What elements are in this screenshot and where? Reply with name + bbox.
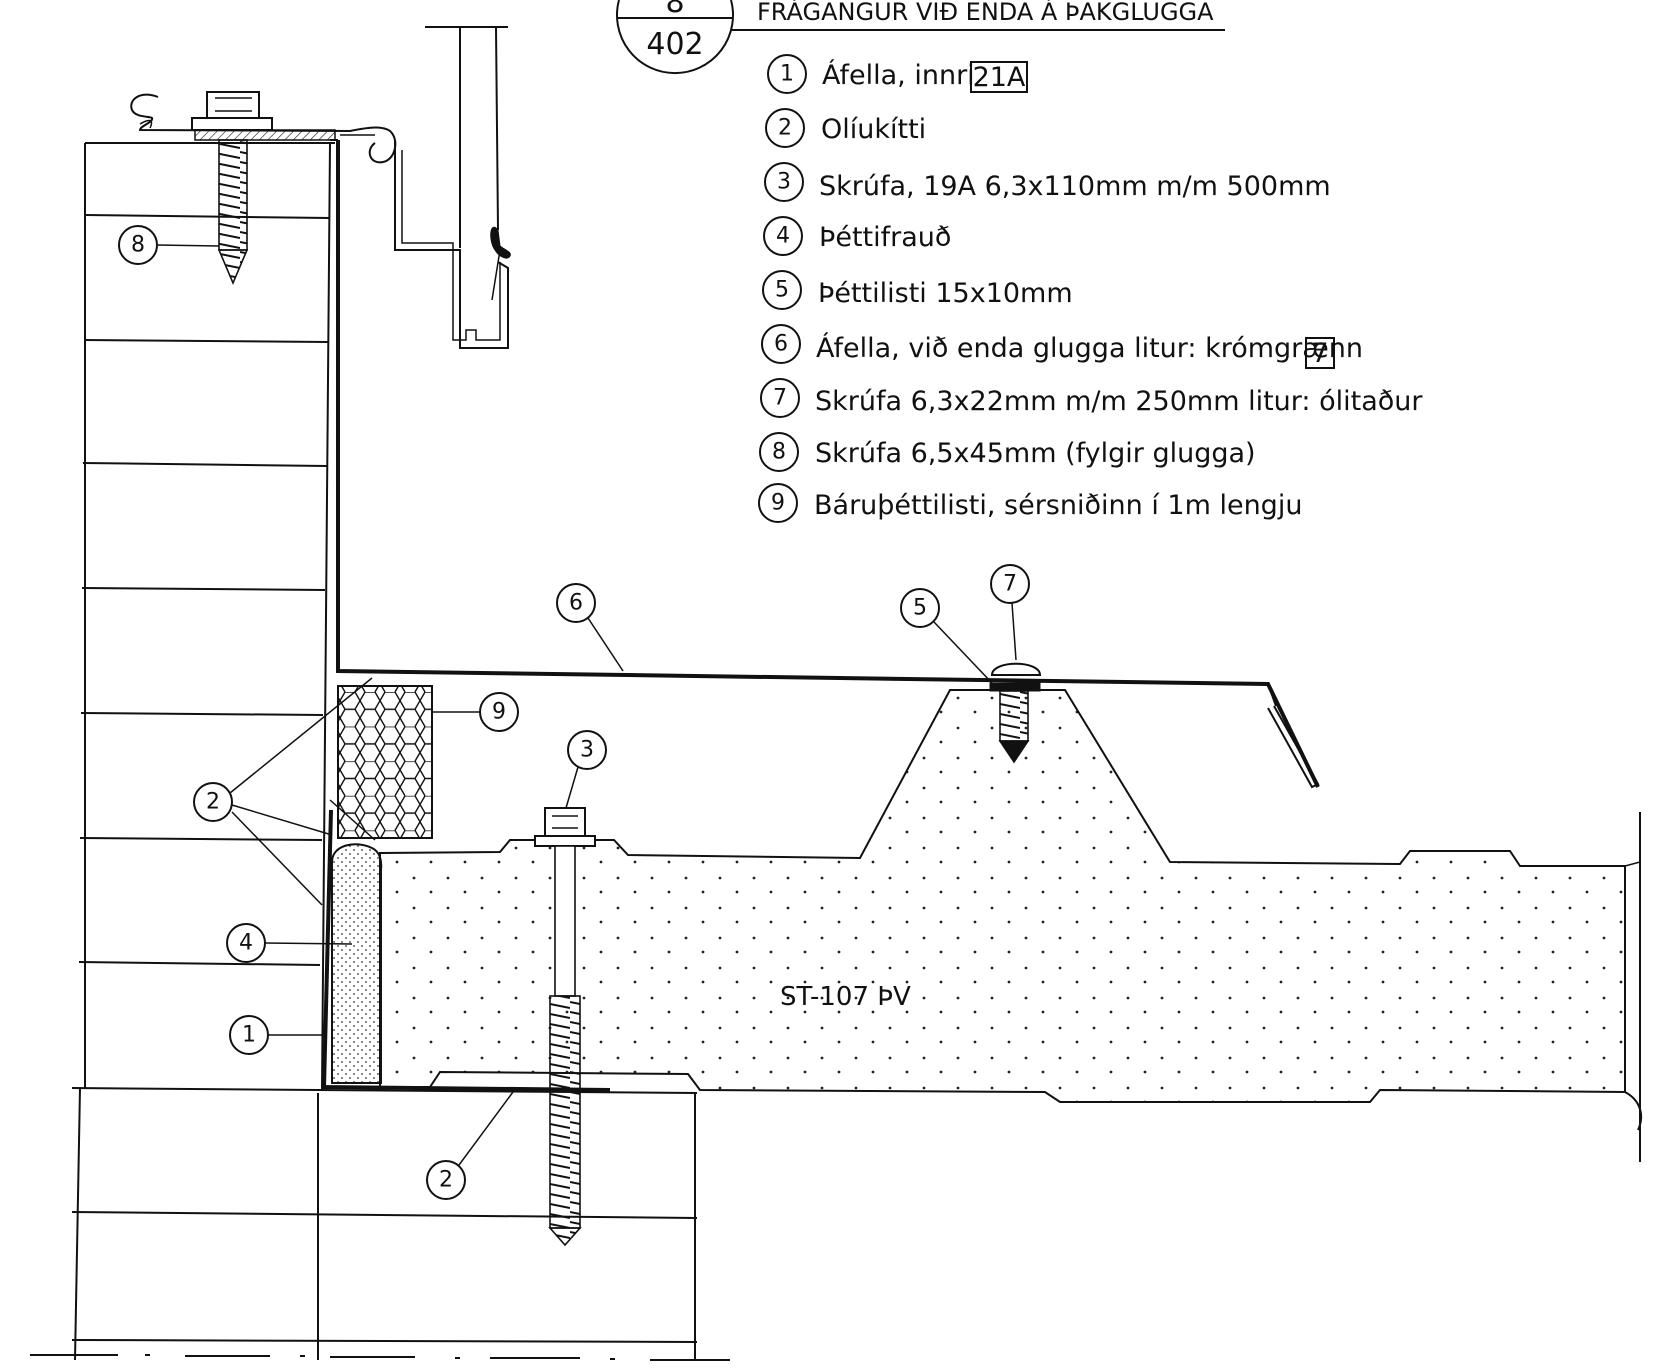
legend-number: 9 bbox=[771, 491, 785, 516]
legend-number: 3 bbox=[777, 170, 791, 195]
flashing-6 bbox=[330, 139, 1320, 789]
callout-number: 6 bbox=[569, 591, 583, 616]
legend-number: 2 bbox=[778, 116, 792, 141]
legend-text: Skrúfa 6,5x45mm (fylgir glugga) bbox=[815, 438, 1256, 469]
callout-6: 6 bbox=[556, 583, 624, 672]
sealing-foam-4 bbox=[331, 843, 383, 1084]
callout-2-lower: 2 bbox=[426, 1091, 514, 1200]
legend-text: Áfella, innri bbox=[822, 59, 975, 91]
detail-number: 8 bbox=[665, 0, 684, 20]
callout-number: 2 bbox=[439, 1168, 453, 1193]
legend-item: 2 Olíukítti bbox=[765, 108, 926, 148]
legend: 1 Áfella, innri 21A 2 Olíukítti 3 Skrúfa… bbox=[758, 54, 1423, 523]
callout-1: 1 bbox=[229, 1015, 326, 1055]
callout-number: 7 bbox=[1003, 572, 1017, 597]
roof-panel: ST-107 ÞV bbox=[379, 689, 1643, 1162]
legend-number: 7 bbox=[773, 386, 787, 411]
legend-number: 8 bbox=[772, 440, 786, 465]
callout-2-upper: 2 bbox=[193, 677, 373, 906]
sheet-number: 402 bbox=[646, 27, 703, 62]
callout-7: 7 bbox=[990, 564, 1030, 661]
legend-number: 4 bbox=[776, 224, 790, 249]
panel-label: ST-107 ÞV bbox=[780, 982, 911, 1012]
screw-7 bbox=[989, 662, 1042, 764]
legend-text: Olíukítti bbox=[821, 114, 926, 145]
legend-item: 3 Skrúfa, 19A 6,3x110mm m/m 500mm bbox=[764, 162, 1331, 202]
detail-title: FRÁGANGUR VIÐ ENDA Á ÞAKGLUGGA bbox=[757, 0, 1214, 26]
callout-number: 3 bbox=[580, 738, 594, 763]
legend-item: 5 Þéttilisti 15x10mm bbox=[762, 270, 1073, 310]
legend-text: Þéttilisti 15x10mm bbox=[818, 278, 1073, 309]
callout-number: 2 bbox=[206, 790, 220, 815]
legend-item: 9 Báruþéttilisti, sérsniðinn í 1m lengju bbox=[758, 483, 1302, 523]
detail-reference-bubble: 8 402 bbox=[616, 0, 734, 75]
legend-item: 8 Skrúfa 6,5x45mm (fylgir glugga) bbox=[759, 432, 1256, 472]
callout-number: 1 bbox=[242, 1023, 256, 1048]
legend-tag: 21A bbox=[973, 62, 1026, 93]
callout-8: 8 bbox=[118, 225, 220, 265]
legend-number: 5 bbox=[775, 278, 789, 303]
legend-text: Þéttifrauð bbox=[819, 222, 951, 253]
screw-3 bbox=[534, 807, 596, 1247]
legend-text: Áfella, við enda glugga litur: krómgrænn bbox=[816, 332, 1363, 364]
callout-number: 9 bbox=[492, 700, 506, 725]
callout-9: 9 bbox=[432, 692, 519, 732]
legend-item: 7 Skrúfa 6,3x22mm m/m 250mm litur: ólita… bbox=[760, 378, 1423, 418]
callout-number: 8 bbox=[131, 233, 145, 258]
skylight-frame bbox=[130, 26, 511, 349]
timber-curb bbox=[30, 142, 730, 1361]
legend-item: 6 Áfella, við enda glugga litur: krómgræ… bbox=[761, 324, 1363, 369]
legend-text: Skrúfa, 19A 6,3x110mm m/m 500mm bbox=[819, 171, 1331, 202]
legend-item: 4 Þéttifrauð bbox=[763, 216, 951, 256]
callout-number: 5 bbox=[913, 596, 927, 621]
legend-tag: 7 bbox=[1311, 338, 1328, 369]
callout-3: 3 bbox=[565, 730, 607, 809]
corrugated-seal-9 bbox=[337, 685, 433, 839]
legend-text: Báruþéttilisti, sérsniðinn í 1m lengju bbox=[814, 490, 1302, 521]
legend-number: 1 bbox=[780, 62, 794, 87]
legend-item: 1 Áfella, innri 21A bbox=[767, 54, 1028, 94]
callout-5: 5 bbox=[900, 588, 993, 684]
legend-number: 6 bbox=[774, 332, 788, 357]
legend-text: Skrúfa 6,3x22mm m/m 250mm litur: ólitaðu… bbox=[815, 386, 1423, 417]
screw-8 bbox=[191, 91, 273, 286]
callout-number: 4 bbox=[239, 931, 253, 956]
callout-4: 4 bbox=[226, 923, 353, 963]
